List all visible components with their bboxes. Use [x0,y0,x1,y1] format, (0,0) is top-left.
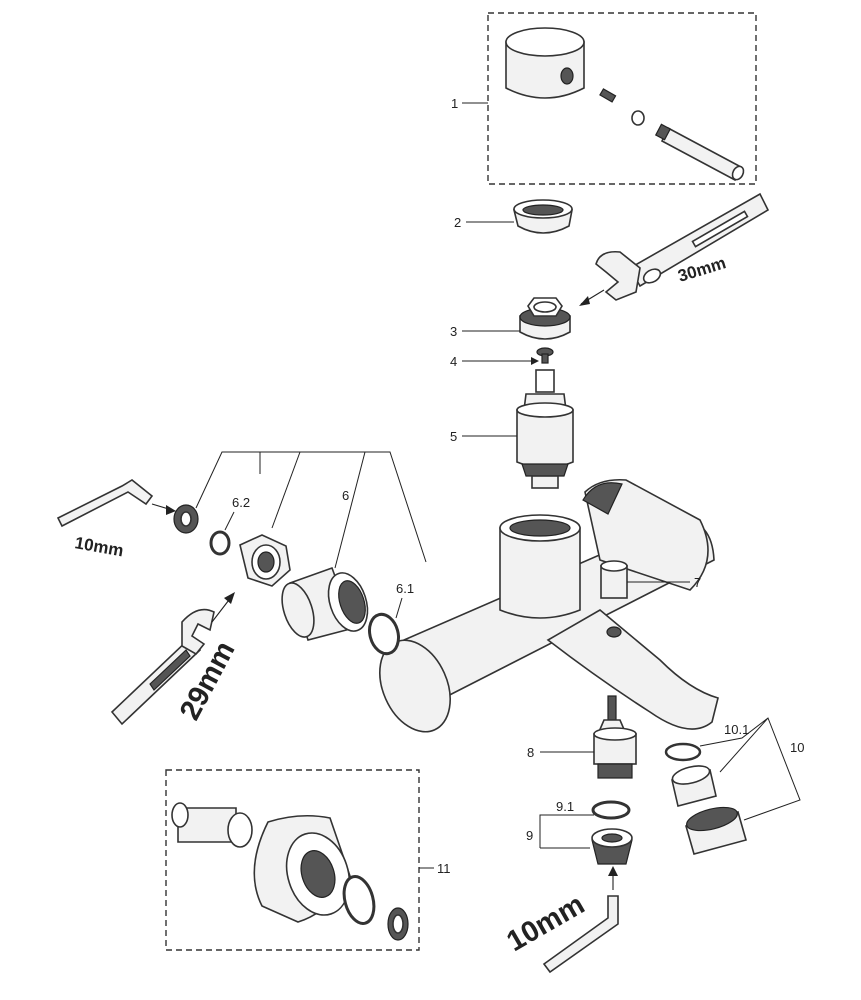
diverter [593,695,637,779]
callout-2: 2 [454,215,461,230]
cap-sleeve [512,199,573,234]
callout-10-1: 10.1 [724,722,749,737]
diverter-plug [591,828,633,865]
connection-kit-dashed-box [165,769,420,951]
rosette-washer [387,907,409,941]
callout-8: 8 [527,745,534,760]
group-9-bracket [539,814,594,849]
aerator-insert [671,765,717,807]
mixer-body [379,478,719,733]
callout-11: 11 [437,861,451,876]
hex-key-arrow-head [166,505,176,515]
handle-knob [505,27,585,99]
callout-5: 5 [450,429,457,444]
bonnet-nut [519,297,571,340]
callout-3: 3 [450,324,457,339]
callout-10: 10 [790,740,804,755]
adjustable-wrench-30mm [595,192,770,301]
locking-pin [600,560,628,599]
wrench-29-arrow-head [224,592,235,604]
grub-screw [599,88,617,103]
callout-6: 6 [342,488,349,503]
callout-9: 9 [526,828,533,843]
aerator-housing [685,806,747,855]
group-6-bracket [195,451,427,563]
threaded-insert [173,504,199,534]
hex-key-10mm-left [56,479,154,528]
oring-6-1 [368,612,400,656]
s-union-connector [171,802,253,848]
callout-4: 4 [450,354,457,369]
group-10-bracket [699,717,801,821]
extension-sleeve [281,566,369,641]
hex-key-bottom-arrow-head [608,866,618,876]
handle-kit-dashed-box [487,12,757,185]
cartridge [516,369,574,489]
callout-7: 7 [694,575,701,590]
rosette-oring [342,875,376,925]
lever-rod [654,123,745,182]
callout-1: 1 [451,96,458,111]
oring-6-2 [209,530,231,556]
cartridge-screw [536,347,554,364]
aerator-washer [664,742,702,762]
callout-6-1: 6.1 [396,581,414,596]
adjustable-wrench-29mm [110,608,215,726]
union-nut [239,534,291,587]
hex-key-10mm-bottom [542,895,619,974]
cover-rosette [253,814,351,923]
callout-9-1: 9.1 [556,799,574,814]
tool-label-10mm-left: 10mm [73,533,125,560]
small-washer [631,110,645,126]
callout-6-2: 6.2 [232,495,250,510]
screw-arrow-head [531,357,539,365]
wrench-arrow-head [579,296,590,306]
oring-9-1 [591,800,631,820]
